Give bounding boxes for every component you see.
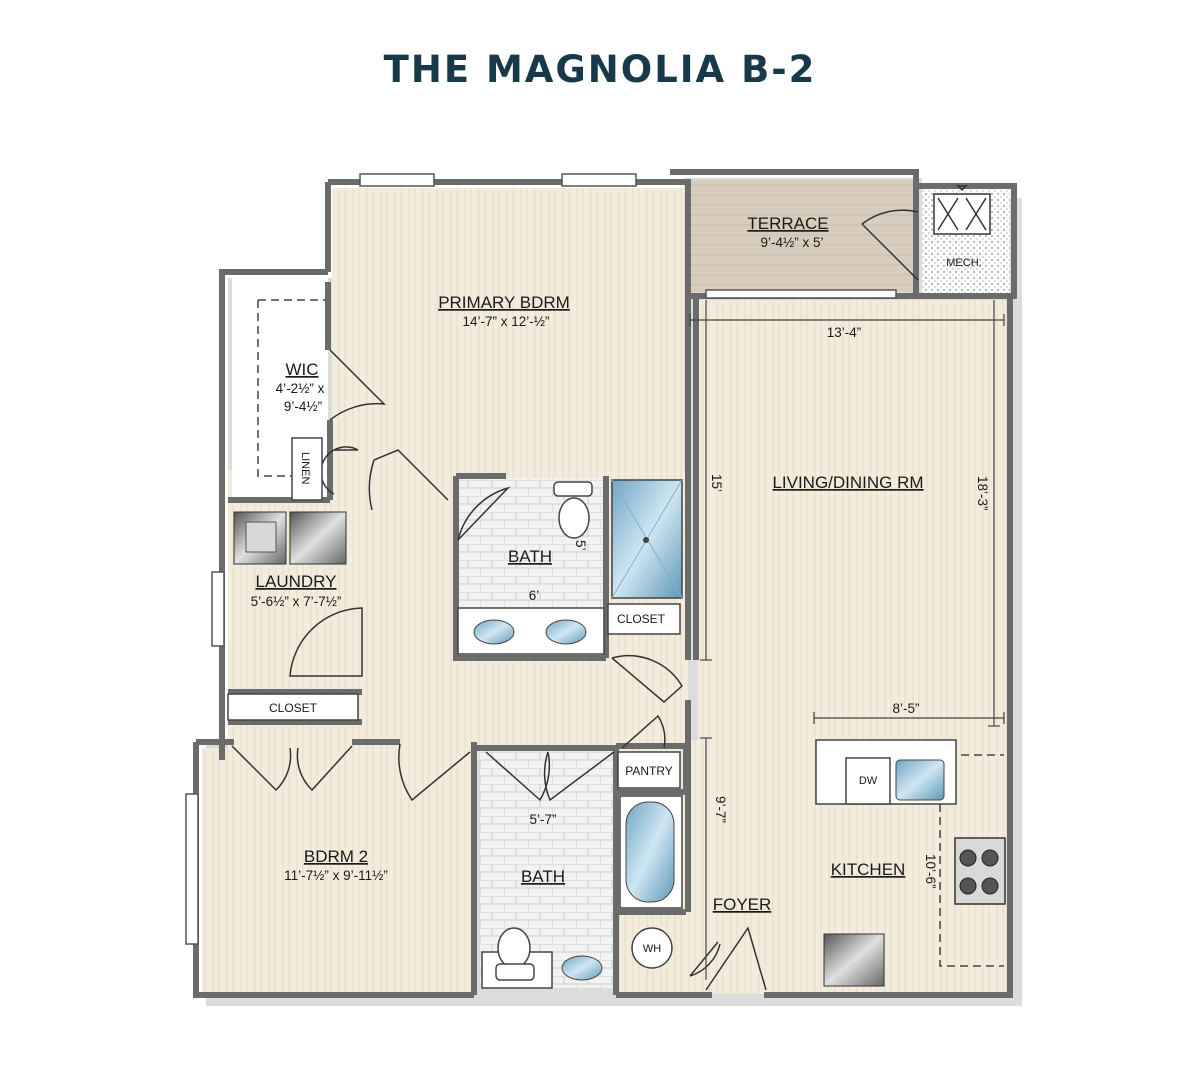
closet-2-name: CLOSET <box>269 701 318 715</box>
terrace-dims: 9’-4½” x 5’ <box>760 235 823 250</box>
kitchen-width: 8’-5” <box>892 701 919 716</box>
wic-name: WIC <box>285 360 318 379</box>
wic-dims-2: 9’-4½” <box>284 399 322 414</box>
mech-name: MECH. <box>946 257 981 269</box>
wic-dims-1: 4’-2½” x <box>276 381 325 396</box>
living-width: 13’-4” <box>827 325 862 340</box>
laundry-dims: 5’-6½” x 7’-7½” <box>251 594 342 609</box>
bath-1-name: BATH <box>508 547 552 566</box>
terrace-name: TERRACE <box>747 214 828 233</box>
linen-name: LINEN <box>299 452 311 484</box>
pantry-name: PANTRY <box>625 764 673 778</box>
dishwasher-label: DW <box>859 775 878 787</box>
kitchen-name: KITCHEN <box>831 860 906 879</box>
foyer-height: 9’-7” <box>713 796 728 823</box>
bath-1-depth: 5’ <box>573 540 588 551</box>
primary-bdrm-name: PRIMARY BDRM <box>438 293 570 312</box>
closet-1-name: CLOSET <box>617 612 666 626</box>
bdrm-2-name: BDRM 2 <box>304 847 368 866</box>
bdrm-2-dims: 11’-7½” x 9’-11½” <box>284 868 388 883</box>
living-height-left: 15’ <box>709 474 724 492</box>
living-dining-name: LIVING/DINING RM <box>772 473 923 492</box>
bath-1-width: 6’ <box>529 588 540 603</box>
living-height-right: 18’-3” <box>975 476 990 511</box>
bath-2-width: 5’-7” <box>529 812 556 827</box>
foyer-name: FOYER <box>713 895 772 914</box>
laundry-name: LAUNDRY <box>256 572 337 591</box>
bath-2-name: BATH <box>521 867 565 886</box>
water-heater-label: WH <box>643 943 661 955</box>
kitchen-height: 10’-6” <box>923 854 938 889</box>
plan-title: THE MAGNOLIA B-2 <box>383 48 817 91</box>
primary-bdrm-dims: 14’-7” x 12’-½” <box>462 314 549 329</box>
